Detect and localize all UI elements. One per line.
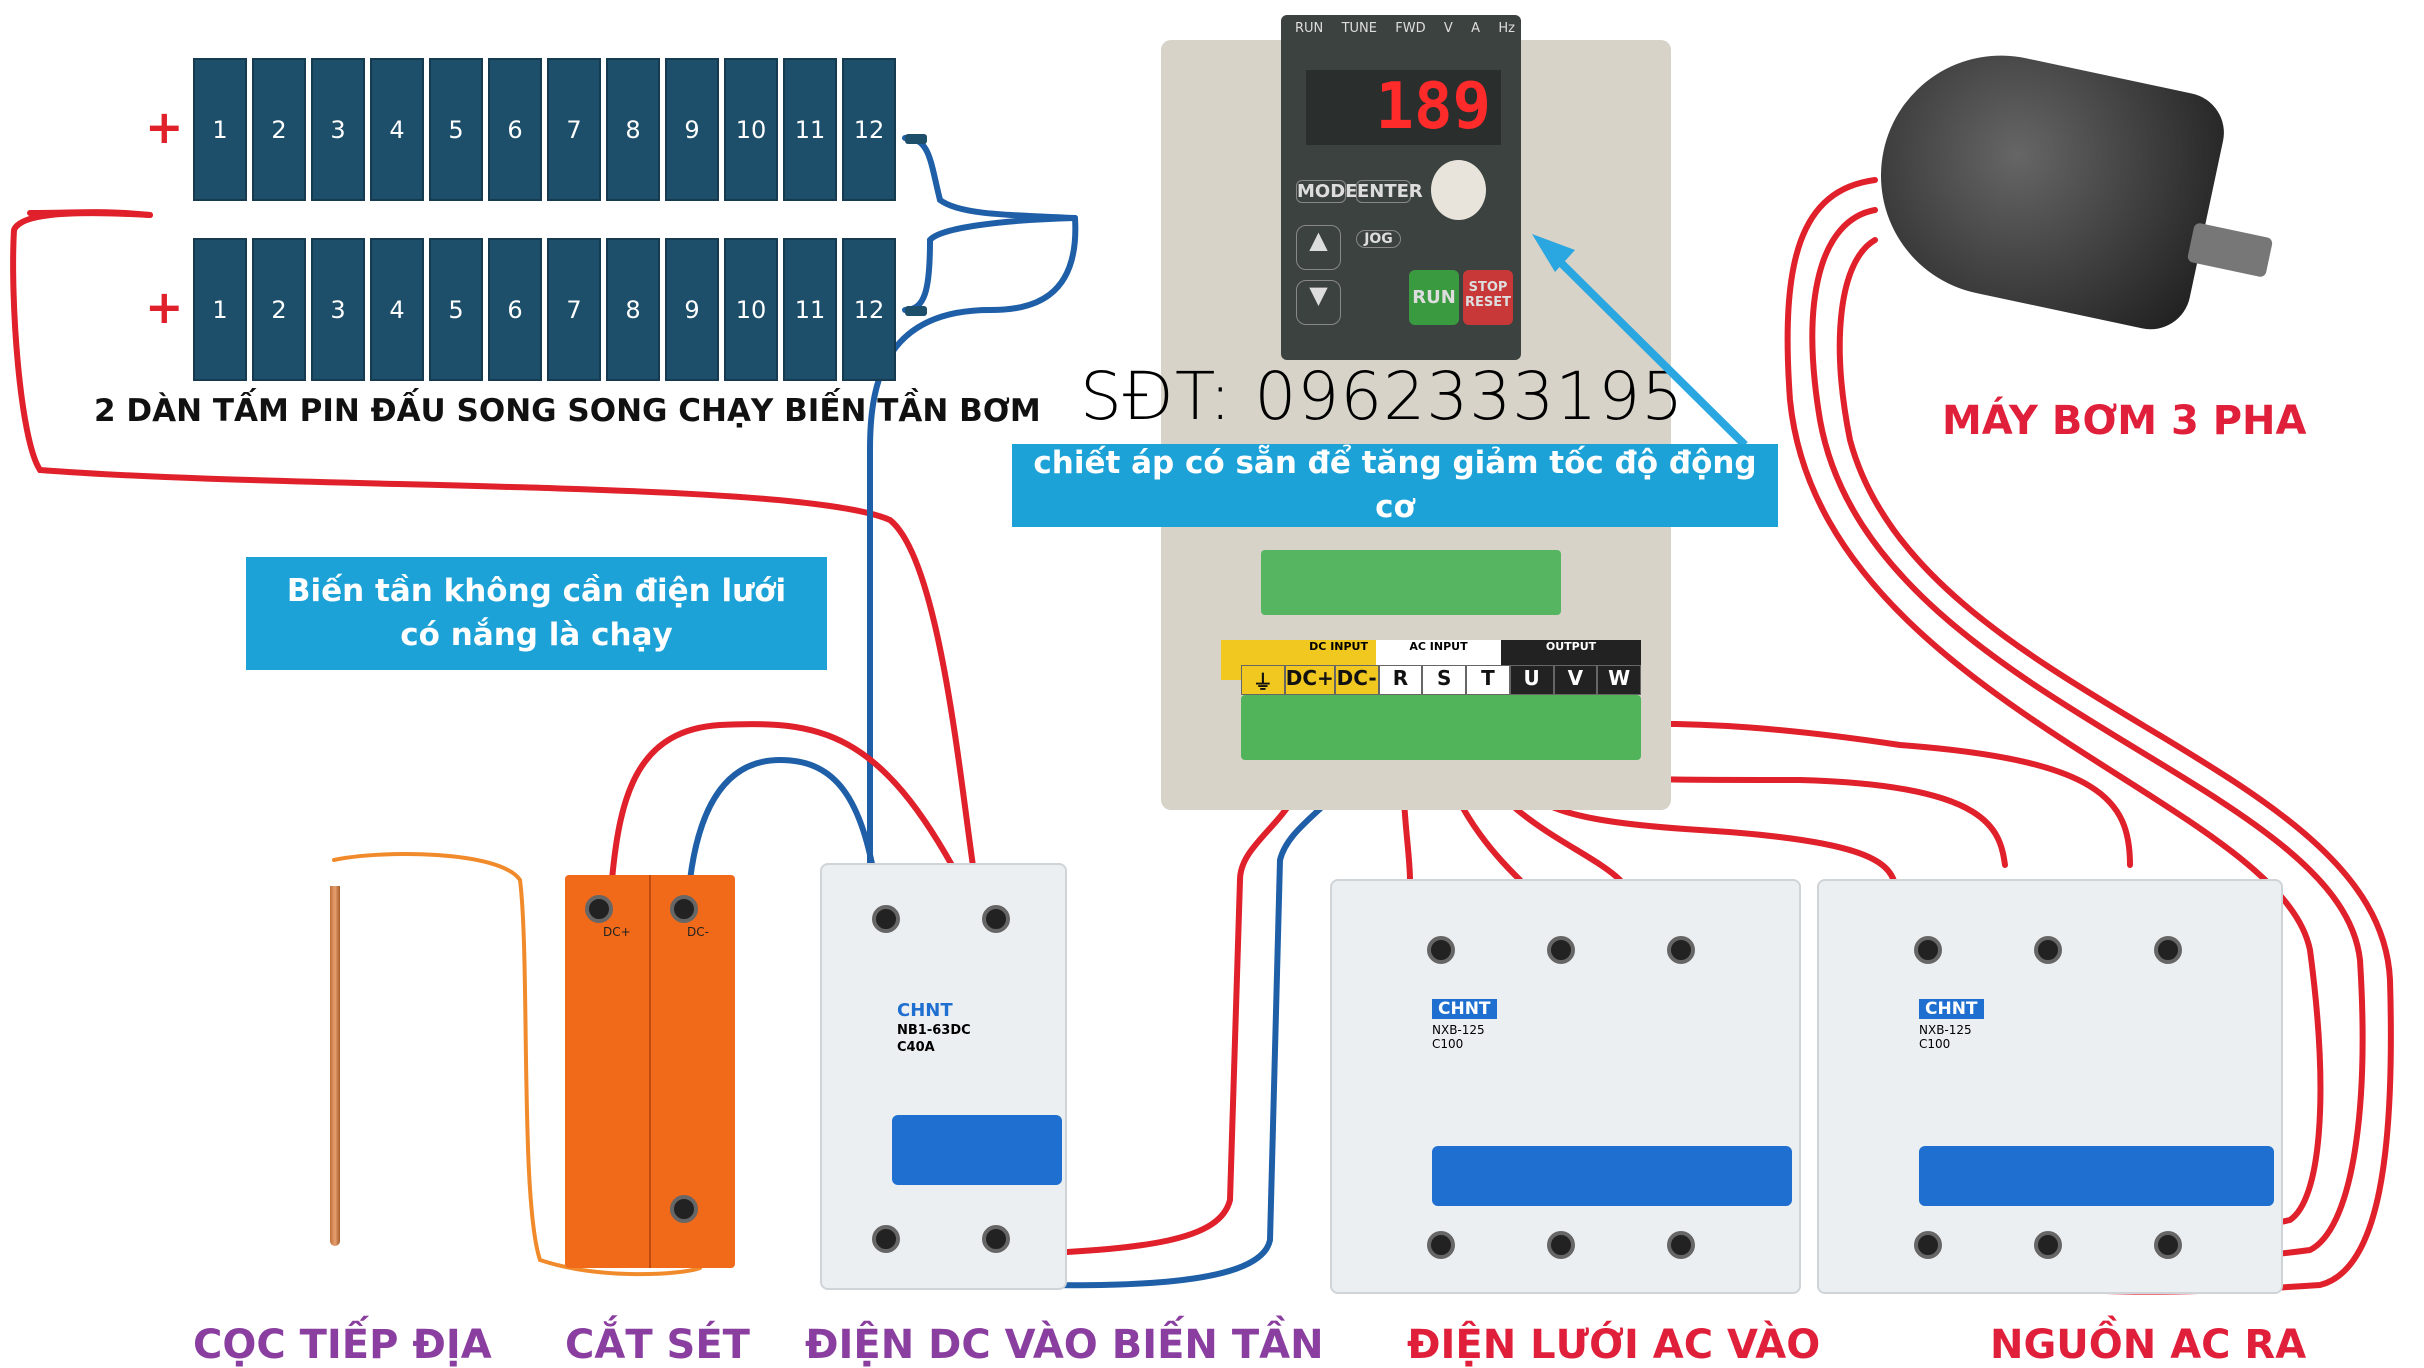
solar-panel: 9 — [665, 58, 719, 201]
potentiometer-knob[interactable] — [1431, 160, 1486, 220]
pv-string1-neg — [902, 135, 1078, 221]
solar-panel: 6 — [488, 58, 542, 201]
stop-reset-key[interactable]: STOP RESET — [1463, 270, 1513, 325]
pv-plus-icon: + — [145, 100, 184, 154]
solar-panel: 8 — [606, 238, 660, 381]
ac-input-breaker: CHNT NXB-125 C100 — [1330, 879, 1801, 1294]
terminal-label: V — [1553, 665, 1598, 695]
phone-number: SĐT: 0962333195 — [1080, 358, 1685, 435]
terminal-label: R — [1378, 665, 1423, 695]
solar-panel: 8 — [606, 58, 660, 201]
motor-label: MÁY BƠM 3 PHA — [1942, 398, 2307, 444]
mode-key[interactable]: MODE — [1296, 180, 1358, 203]
solar-panel: 12 — [842, 238, 896, 381]
solar-panel: 9 — [665, 238, 719, 381]
terminal-label: T — [1466, 665, 1510, 695]
indicator-led: TUNE — [1341, 21, 1377, 36]
dc-in-label: ĐIỆN DC VÀO BIẾN TẦN — [805, 1322, 1324, 1368]
spd-label: CẮT SÉT — [565, 1322, 750, 1368]
spd-neg-wire — [687, 756, 878, 883]
potentiometer-callout: chiết áp có sẵn để tăng giảm tốc độ động… — [1012, 444, 1778, 527]
solar-panel: 11 — [783, 238, 837, 381]
solar-panel: 1 — [193, 238, 247, 381]
dc-breaker-brand: CHNT — [897, 1000, 953, 1021]
dc-out-pos-wire — [997, 752, 1313, 1258]
down-key[interactable]: ▼ — [1296, 280, 1341, 325]
solar-panel: 3 — [311, 58, 365, 201]
solar-panel: 7 — [547, 58, 601, 201]
ground-wire — [332, 852, 702, 1277]
panels-caption: 2 DÀN TẤM PIN ĐẤU SONG SONG CHẠY BIẾN TẦ… — [94, 393, 1041, 429]
ac-out-label: NGUỒN AC RA — [1990, 1322, 2307, 1368]
terminal-label: DC+ — [1284, 665, 1335, 695]
pv-string1-pos — [27, 209, 153, 218]
indicator-led: A — [1471, 21, 1481, 36]
pv-plus-icon: + — [145, 280, 184, 334]
out-w — [1597, 720, 2133, 868]
solar-panel: 7 — [547, 238, 601, 381]
dc-breaker-rating: C40A — [897, 1040, 935, 1055]
ac-out-model: NXB-125 — [1919, 1023, 1972, 1037]
terminal-label: ⏚ — [1241, 665, 1285, 695]
ac-in-handle[interactable] — [1432, 1146, 1792, 1206]
ac-in-label: ĐIỆN LƯỚI AC VÀO — [1407, 1322, 1821, 1368]
indicator-led: FWD — [1395, 21, 1426, 36]
surge-protector: DC+ DC- — [565, 875, 735, 1268]
indicator-led: V — [1443, 21, 1453, 36]
solar-panel: 4 — [370, 238, 424, 381]
solar-panel: 10 — [724, 238, 778, 381]
up-key[interactable]: ▲ — [1296, 225, 1341, 270]
terminal-label: DC- — [1334, 665, 1379, 695]
no-grid-callout: Biến tần không cần điện lưới có nắng là … — [246, 557, 827, 670]
terminal-label: W — [1597, 665, 1642, 695]
ground-rod — [330, 886, 340, 1246]
spd-pos-wire — [609, 721, 963, 883]
ground-label: CỌC TIẾP ĐỊA — [193, 1322, 492, 1368]
ac-in-rating: C100 — [1432, 1037, 1464, 1051]
solar-panel: 5 — [429, 238, 483, 381]
solar-panel: 12 — [842, 58, 896, 201]
inverter-display: 189 — [1306, 70, 1501, 145]
solar-panel: 2 — [252, 238, 306, 381]
solar-panel: 6 — [488, 238, 542, 381]
ac-out-handle[interactable] — [1919, 1146, 2274, 1206]
ac-in-model: NXB-125 — [1432, 1023, 1485, 1037]
terminal-label: U — [1509, 665, 1554, 695]
solar-panel: 2 — [252, 58, 306, 201]
inverter-keypad: RUN TUNE FWD V A Hz 189 MODE ENTER ▲ ▼ JOG RU… — [1281, 15, 1521, 360]
ac-out-rating: C100 — [1919, 1037, 1951, 1051]
ac-out-brand: CHNT — [1919, 999, 1984, 1019]
dc-breaker: CHNT NB1-63DC C40A — [820, 863, 1067, 1290]
jog-key[interactable]: JOG — [1356, 230, 1401, 248]
ac-output-breaker: CHNT NXB-125 C100 — [1817, 879, 2283, 1294]
pv-negative-wire — [867, 215, 1079, 883]
solar-panel: 1 — [193, 58, 247, 201]
terminal-label: S — [1422, 665, 1467, 695]
dc-breaker-handle[interactable] — [892, 1115, 1062, 1185]
solar-panel: 4 — [370, 58, 424, 201]
ac-in-brand: CHNT — [1432, 999, 1497, 1019]
solar-panel: 3 — [311, 238, 365, 381]
pv-minus-icon — [905, 306, 927, 316]
enter-key[interactable]: ENTER — [1356, 180, 1423, 203]
power-terminal-block — [1241, 695, 1641, 760]
spd-dc-minus: DC- — [687, 925, 709, 939]
spd-dc-plus: DC+ — [603, 925, 631, 939]
solar-panel: 5 — [429, 58, 483, 201]
pv-positive-wire — [10, 210, 978, 883]
dc-breaker-model: NB1-63DC — [897, 1023, 971, 1038]
indicator-led: RUN — [1295, 21, 1324, 36]
solar-panel: 10 — [724, 58, 778, 201]
control-terminal-block — [1261, 550, 1561, 615]
pv-minus-icon — [905, 134, 927, 144]
indicator-led: Hz — [1498, 21, 1515, 36]
run-key[interactable]: RUN — [1409, 270, 1459, 325]
solar-panel: 11 — [783, 58, 837, 201]
pv-string2-neg — [902, 215, 1078, 313]
